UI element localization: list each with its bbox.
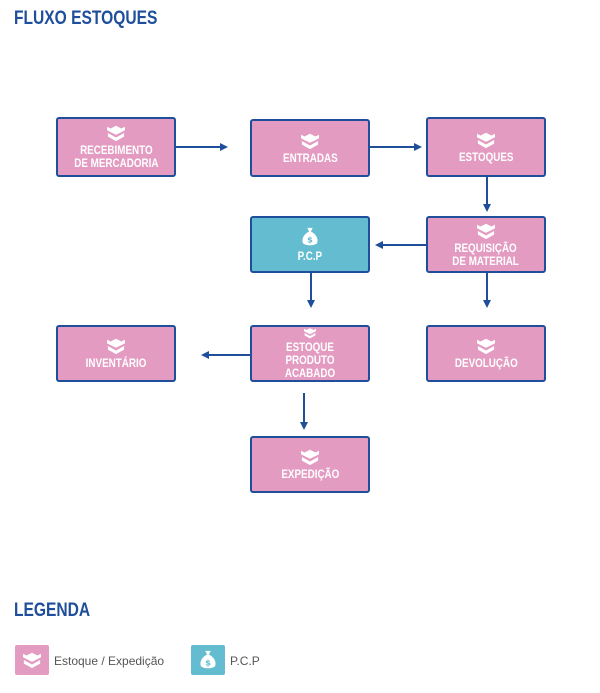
box-icon (107, 125, 125, 142)
svg-text:$: $ (205, 658, 211, 668)
box-icon (301, 133, 319, 149)
node-entradas[interactable]: ENTRADAS (250, 119, 370, 177)
node-label: ESTOQUE PRODUTO ACABADO (284, 340, 336, 380)
node-requisicao[interactable]: REQUISIÇÃO DE MATERIAL (426, 216, 546, 273)
node-label: INVENTÁRIO (85, 356, 147, 370)
box-icon (477, 223, 495, 239)
node-recebimento[interactable]: RECEBIMENTO DE MERCADORIA (56, 117, 176, 177)
box-icon (477, 132, 495, 148)
box-icon (301, 449, 319, 466)
node-estoque-pa[interactable]: ESTOQUE PRODUTO ACABADO (250, 325, 370, 382)
svg-text:$: $ (307, 235, 313, 245)
node-label: RECEBIMENTO DE MERCADORIA (73, 143, 159, 170)
box-icon (304, 328, 316, 339)
legend-swatch-pcp: $ (191, 645, 225, 675)
node-inventario[interactable]: INVENTÁRIO (56, 325, 176, 382)
node-expedicao[interactable]: EXPEDIÇÃO (250, 436, 370, 493)
legend-label-pcp: P.C.P (230, 654, 260, 668)
legend-swatch-stock (15, 645, 49, 675)
node-label: P.C.P (297, 249, 323, 263)
money-bag-icon: $ (200, 650, 216, 669)
box-icon (23, 652, 41, 669)
diagram-title: FLUXO ESTOQUES (14, 8, 158, 29)
box-icon (477, 338, 495, 355)
node-label: ESTOQUES (458, 149, 514, 164)
node-estoques[interactable]: ESTOQUES (426, 117, 546, 177)
node-label: REQUISIÇÃO DE MATERIAL (452, 240, 520, 268)
node-pcp[interactable]: $ P.C.P (250, 216, 370, 273)
money-bag-icon: $ (302, 227, 318, 246)
legend-title: LEGENDA (14, 600, 91, 621)
legend-label-stock: Estoque / Expedição (54, 654, 165, 668)
node-devolucao[interactable]: DEVOLUÇÃO (426, 325, 546, 382)
box-icon (107, 338, 125, 355)
node-label: EXPEDIÇÃO (281, 467, 339, 481)
node-label: ENTRADAS (282, 150, 338, 165)
node-label: DEVOLUÇÃO (454, 356, 518, 370)
